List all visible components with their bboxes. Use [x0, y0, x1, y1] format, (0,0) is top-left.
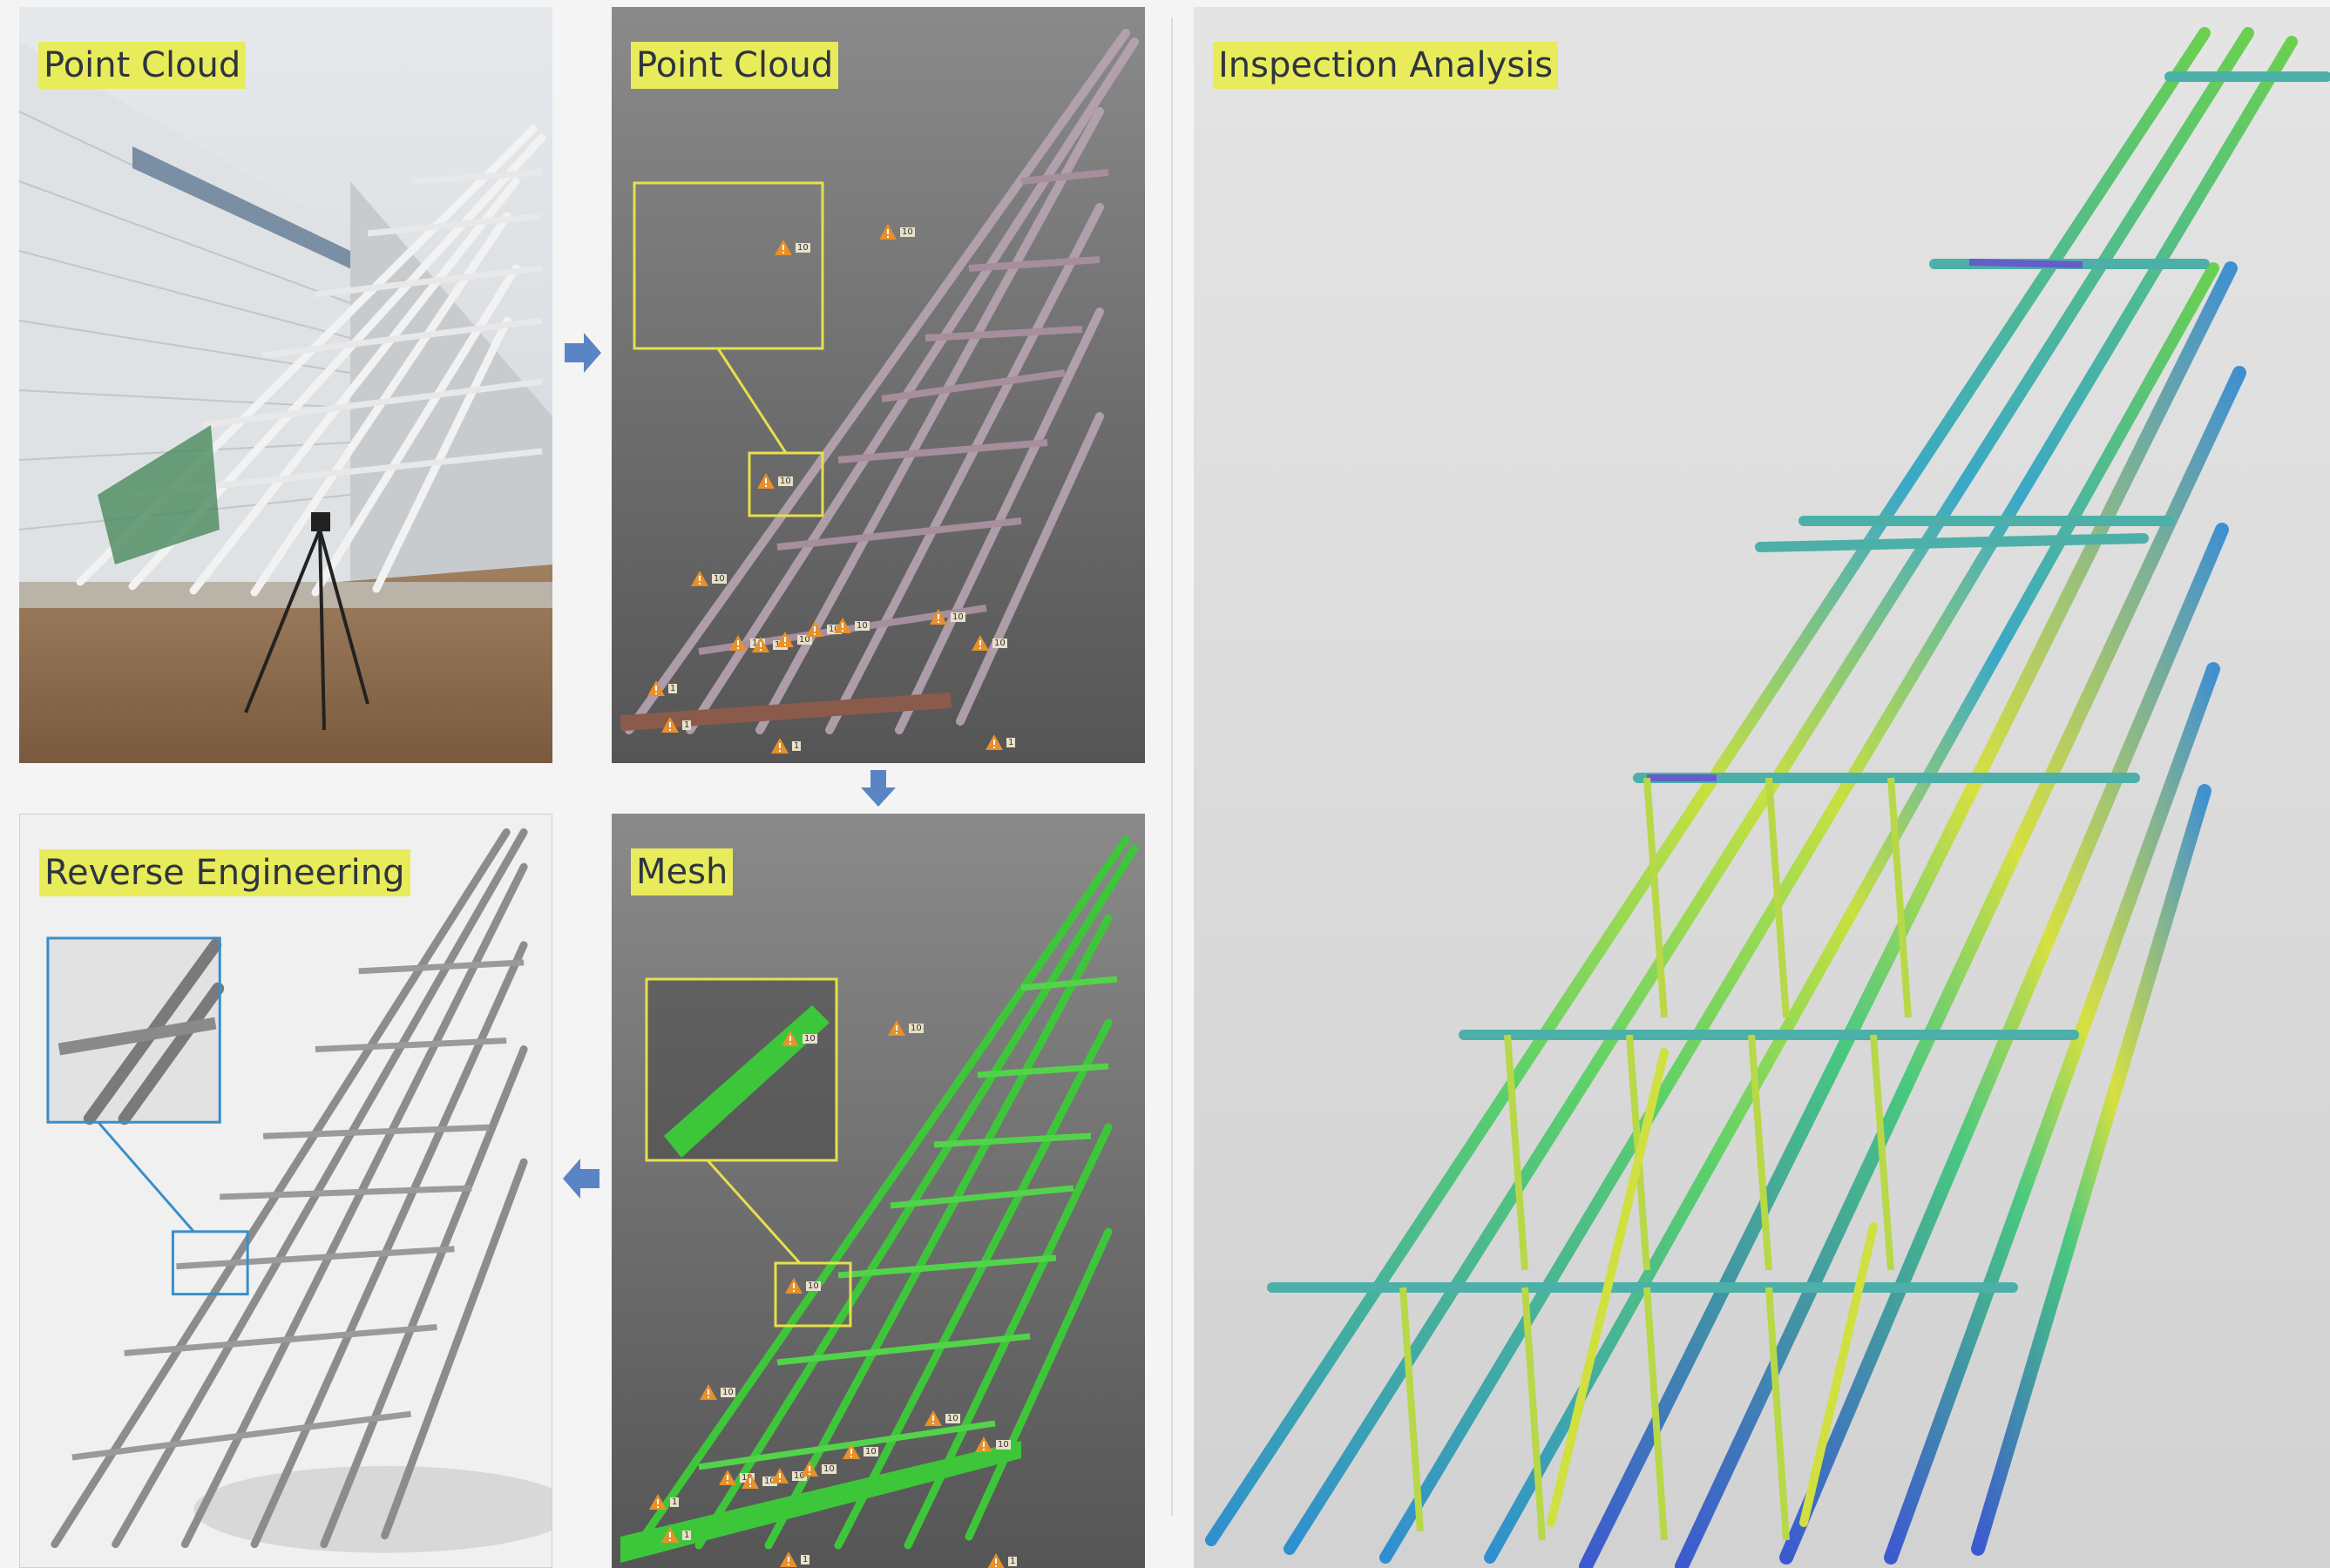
marker-label: 10 — [992, 638, 1007, 648]
arrow-down-icon — [861, 770, 896, 807]
inspection-analysis-panel: Inspection Analysis — [1194, 7, 2330, 1568]
marker-label: 10 — [864, 1446, 878, 1456]
marker-label: 10 — [740, 1472, 755, 1483]
marker-label: 10 — [945, 1413, 960, 1423]
warning-triangle-icon: 1 — [985, 733, 1016, 751]
marker-label: 1 — [792, 740, 802, 751]
warning-triangle-icon: 10 — [781, 1030, 817, 1047]
warning-triangle-icon: 10 — [756, 472, 793, 490]
warning-triangle-icon: 10 — [718, 1469, 755, 1486]
warning-triangle-icon: 10 — [690, 570, 727, 587]
warning-triangle-icon: 10 — [805, 620, 842, 638]
warning-triangle-icon: 10 — [929, 608, 965, 625]
warning-triangle-icon: 10 — [833, 617, 870, 634]
warning-triangle-icon: 10 — [770, 1467, 807, 1484]
marker-label: 10 — [996, 1439, 1011, 1450]
marker-label: 10 — [712, 573, 727, 584]
marker-label: 10 — [909, 1023, 924, 1033]
inspection-analysis-panel-title: Inspection Analysis — [1213, 42, 1559, 89]
panel-divider — [1171, 17, 1173, 1516]
marker-label: 1 — [668, 683, 678, 693]
site-photo-image — [19, 7, 552, 763]
warning-triangle-icon: 1 — [986, 1552, 1018, 1568]
marker-label: 10 — [951, 612, 965, 622]
warning-triangle-icon: 10 — [842, 1443, 878, 1460]
point-cloud-panel-title: Point Cloud — [631, 42, 839, 89]
inspection-analysis-image — [1194, 7, 2330, 1568]
reverse-engineering-panel-title: Reverse Engineering — [39, 849, 410, 896]
marker-label: 1 — [682, 720, 692, 730]
marker-label: 1 — [1006, 737, 1016, 747]
warning-triangle-icon: 1 — [660, 716, 692, 733]
marker-label: 10 — [792, 1470, 807, 1481]
marker-label: 10 — [796, 242, 810, 253]
warning-triangle-icon: 10 — [699, 1383, 735, 1401]
marker-label: 1 — [1008, 1556, 1018, 1566]
point-cloud-image — [612, 7, 1145, 763]
warning-triangle-icon: 10 — [878, 223, 915, 240]
warning-triangle-icon: 10 — [741, 1472, 777, 1490]
warning-triangle-icon: 10 — [784, 1277, 821, 1294]
marker-label: 10 — [803, 1033, 817, 1044]
photo-panel-title: Point Cloud — [38, 42, 247, 89]
warning-triangle-icon: 10 — [774, 239, 810, 256]
marker-label: 10 — [822, 1463, 836, 1474]
marker-label: 1 — [670, 1497, 680, 1507]
reverse-engineering-panel: Reverse Engineering — [19, 814, 552, 1568]
marker-label: 1 — [801, 1554, 810, 1565]
warning-triangle-icon: 1 — [660, 1526, 692, 1544]
site-photo-panel: Point Cloud — [19, 7, 552, 763]
warning-triangle-icon: 10 — [974, 1436, 1011, 1453]
marker-label: 10 — [806, 1281, 821, 1291]
marker-label: 10 — [778, 476, 793, 486]
warning-triangle-icon: 10 — [971, 634, 1007, 652]
arrow-right-icon — [565, 333, 601, 373]
marker-label: 10 — [721, 1387, 735, 1397]
warning-triangle-icon: 1 — [779, 1551, 810, 1568]
warning-triangle-icon: 10 — [800, 1460, 836, 1477]
mesh-image — [612, 814, 1145, 1568]
marker-label: 10 — [762, 1476, 777, 1486]
warning-triangle-icon: 10 — [887, 1019, 924, 1037]
marker-label: 10 — [900, 226, 915, 237]
arrow-left-icon — [563, 1159, 599, 1199]
warning-triangle-icon: 10 — [924, 1409, 960, 1427]
warning-triangle-icon: 1 — [647, 679, 678, 697]
marker-label: 10 — [797, 634, 812, 645]
warning-triangle-icon: 1 — [648, 1493, 680, 1511]
marker-label: 1 — [682, 1530, 692, 1540]
warning-triangle-icon: 10 — [776, 631, 812, 648]
mesh-panel: Mesh 10 10 10 10 10 10 10 10 10 10 10 1 1 1 1 — [612, 814, 1145, 1568]
reverse-engineering-image — [46, 828, 552, 1553]
mesh-panel-title: Mesh — [631, 848, 734, 896]
marker-label: 10 — [827, 624, 842, 634]
marker-label: 10 — [855, 620, 870, 631]
warning-triangle-icon: 1 — [770, 737, 802, 754]
